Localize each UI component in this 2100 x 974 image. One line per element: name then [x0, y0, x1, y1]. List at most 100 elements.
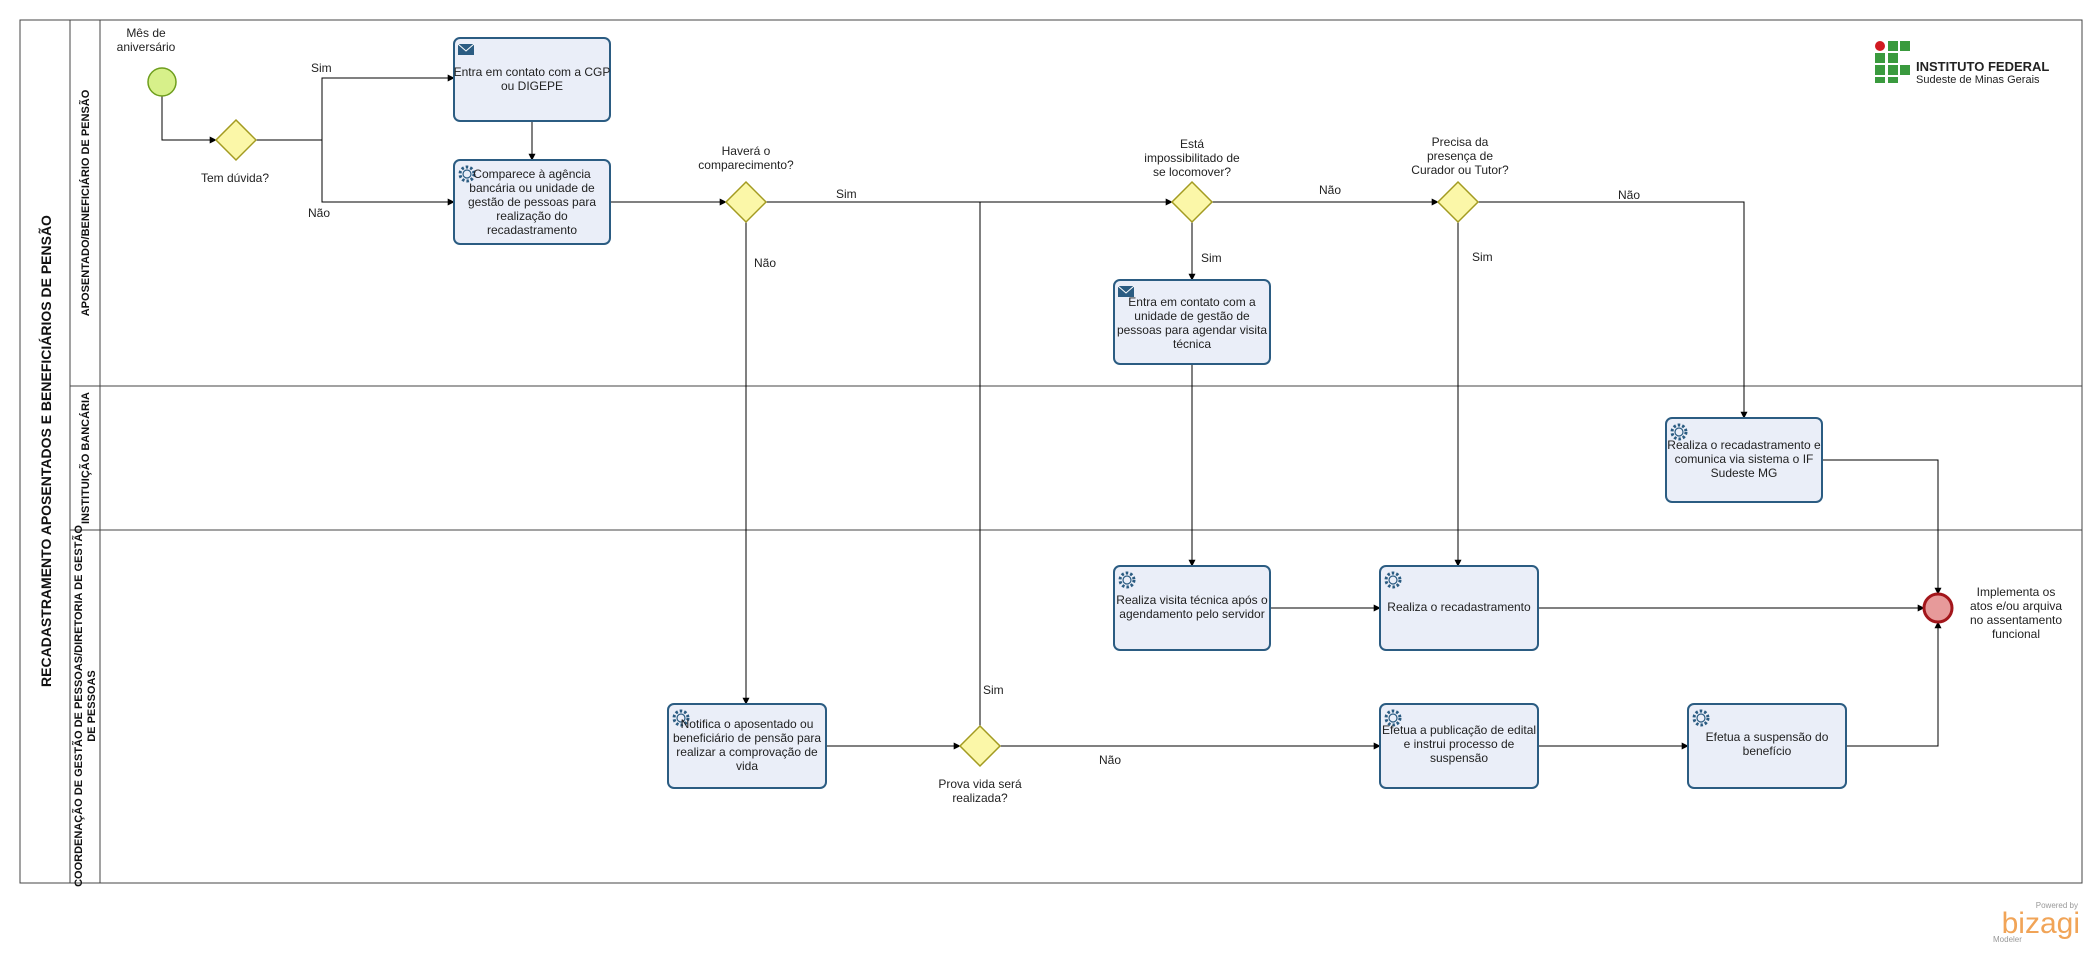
flow-label-g4-nao: Não — [1618, 188, 1640, 202]
flow-label-g3-nao: Não — [1319, 183, 1341, 197]
gateway-curador-label-line2: presença de — [1427, 149, 1493, 163]
end-event-label-line4: funcional — [1992, 627, 2040, 641]
task-efetua-publicacao-line1: Efetua a publicação de edital — [1382, 723, 1536, 737]
gear-icon — [1670, 423, 1688, 441]
flow-label-g4-sim: Sim — [1472, 250, 1493, 264]
gear-icon — [1692, 709, 1710, 727]
task-notifica-aposentado-line2: beneficiário de pensão para — [673, 731, 821, 745]
gateway-curador-label-line3: Curador ou Tutor? — [1411, 163, 1509, 177]
lane-coordenacao: COORDENAÇÃO DE GESTÃO DE PESSOAS/DIRETOR… — [72, 525, 98, 887]
bizagi-logo: bizagi — [2002, 907, 2080, 940]
task-realiza-visita-tecnica-line2: agendamento pelo servidor — [1119, 607, 1264, 621]
gateway-impossibilitado-label-line3: se locomover? — [1153, 165, 1231, 179]
flow-t4-to-end — [1822, 459, 1942, 595]
task-efetua-suspensao[interactable]: Efetua a suspensão do benefício — [1687, 703, 1847, 789]
instituto-federal-logo: INSTITUTO FEDERAL Sudeste de Minas Gerai… — [1875, 41, 2049, 86]
task-realiza-visita-tecnica-line1: Realiza visita técnica após o — [1116, 593, 1268, 607]
end-event-label-line1: Implementa os — [1977, 585, 2056, 599]
end-event-label-line3: no assentamento — [1970, 613, 2062, 627]
flow-g1-sim — [256, 74, 455, 141]
flow-label-g1-nao: Não — [308, 206, 330, 220]
task-entra-contato-cgp-line2: ou DIGEPE — [501, 79, 563, 93]
gateway-curador-label-line1: Precisa da — [1432, 135, 1489, 149]
envelope-icon — [457, 43, 475, 55]
task-notifica-aposentado[interactable]: Notifica o aposentado ou beneficiário de… — [667, 703, 827, 789]
task-notifica-aposentado-line1: Notifica o aposentado ou — [681, 717, 814, 731]
gateway-prova-vida[interactable] — [958, 724, 1002, 768]
task-comparece-agencia-line5: recadastramento — [487, 223, 577, 237]
gateway-impossibilitado-locomover[interactable] — [1170, 180, 1214, 224]
task-efetua-publicacao-line2: e instrui processo de — [1404, 737, 1515, 751]
envelope-icon — [1117, 285, 1135, 297]
lane-aposentado: APOSENTADO/BENEFICIÁRIO DE PENSÃO — [79, 89, 92, 316]
pool-title: RECADASTRAMENTO APOSENTADOS E BENEFICIÁR… — [37, 215, 54, 687]
gateway-curador-tutor[interactable] — [1436, 180, 1480, 224]
gear-icon — [1384, 709, 1402, 727]
gateway-prova-vida-label-line2: realizada? — [952, 791, 1008, 805]
gateway-tem-duvida-label: Tem dúvida? — [201, 171, 269, 185]
task-realiza-recadastramento-comunica-line2: comunica via sistema o IF — [1675, 452, 1814, 466]
gateway-prova-vida-label-line1: Prova vida será — [938, 777, 1022, 791]
end-event-label-line2: atos e/ou arquiva — [1970, 599, 2062, 613]
gateway-havera-comparecimento-label-line1: Haverá o — [722, 144, 771, 158]
task-realiza-recadastramento[interactable]: Realiza o recadastramento — [1379, 565, 1539, 651]
task-notifica-aposentado-line4: vida — [736, 759, 758, 773]
task-comparece-agencia-line3: gestão de pessoas para — [468, 195, 596, 209]
start-event-label-line1: Mês de — [126, 26, 166, 40]
task-realiza-recadastramento-comunica[interactable]: Realiza o recadastramento e comunica via… — [1665, 417, 1823, 503]
gateway-tem-duvida[interactable] — [214, 118, 258, 162]
bizagi-product: Modeler — [1993, 935, 2022, 944]
lane-title-coordenacao-line2: DE PESSOAS — [86, 670, 98, 742]
task-entra-contato-cgp-line1: Entra em contato com a CGP — [454, 65, 611, 79]
start-event-label-line2: aniversário — [117, 40, 176, 54]
task-realiza-recadastramento-comunica-line1: Realiza o recadastramento e — [1667, 438, 1821, 452]
bizagi-powered-by: Powered by — [2036, 901, 2078, 910]
lane-title-instituicao-bancaria: INSTITUIÇÃO BANCÁRIA — [79, 392, 92, 524]
task-realiza-visita-tecnica[interactable]: Realiza visita técnica após o agendament… — [1113, 565, 1271, 651]
logo-line1: INSTITUTO FEDERAL — [1916, 59, 2049, 74]
task-entra-contato-cgp[interactable]: Entra em contato com a CGP ou DIGEPE — [453, 37, 611, 122]
gateway-impossibilitado-label-line2: impossibilitado de — [1144, 151, 1240, 165]
flow-label-g5-sim: Sim — [983, 683, 1004, 697]
task-realiza-recadastramento-line1: Realiza o recadastramento — [1387, 600, 1531, 614]
task-comparece-agencia-line1: Comparece à agência — [473, 167, 591, 181]
flow-label-g2-nao: Não — [754, 256, 776, 270]
start-event[interactable] — [147, 67, 177, 97]
gateway-impossibilitado-label-line1: Está — [1180, 137, 1204, 151]
sequence-flows — [161, 74, 1942, 750]
logo-line2: Sudeste de Minas Gerais — [1916, 74, 2040, 86]
task-realiza-recadastramento-comunica-line3: Sudeste MG — [1711, 466, 1778, 480]
task-efetua-suspensao-line2: benefício — [1743, 744, 1792, 758]
flow-labels: Sim Não Sim Não Não Sim Não Sim Sim Não — [308, 61, 1640, 767]
flow-t9-to-end — [1846, 621, 1942, 747]
task-comparece-agencia-line4: realização do — [496, 209, 568, 223]
task-entra-contato-visita-line4: técnica — [1173, 337, 1211, 351]
flow-start-to-g1 — [161, 82, 217, 144]
task-comparece-agencia-line2: bancária ou unidade de — [469, 181, 595, 195]
gateway-havera-comparecimento[interactable] — [724, 180, 768, 224]
task-efetua-suspensao-line1: Efetua a suspensão do — [1706, 730, 1829, 744]
gear-icon — [1384, 571, 1402, 589]
task-entra-contato-visita-line1: Entra em contato com a — [1128, 295, 1256, 309]
flow-g4-nao — [1478, 201, 1748, 419]
gear-icon — [1118, 571, 1136, 589]
flow-g1-nao — [321, 140, 455, 206]
lane-title-aposentado: APOSENTADO/BENEFICIÁRIO DE PENSÃO — [79, 89, 92, 316]
task-entra-contato-visita-line3: pessoas para agendar visita — [1117, 323, 1267, 337]
flow-label-g5-nao: Não — [1099, 753, 1121, 767]
task-notifica-aposentado-line3: realizar a comprovação de — [676, 745, 818, 759]
task-entra-contato-visita[interactable]: Entra em contato com a unidade de gestão… — [1113, 279, 1271, 365]
logo-mark-icon — [1875, 41, 1910, 83]
lane-title-coordenacao-line1: COORDENAÇÃO DE GESTÃO DE PESSOAS/DIRETOR… — [72, 525, 85, 887]
task-efetua-publicacao-line3: suspensão — [1430, 751, 1488, 765]
gateway-havera-comparecimento-label-line2: comparecimento? — [698, 158, 794, 172]
end-event[interactable] — [1922, 592, 1954, 624]
flow-label-g3-sim: Sim — [1201, 251, 1222, 265]
flow-label-g1-sim: Sim — [311, 61, 332, 75]
task-comparece-agencia[interactable]: Comparece à agência bancária ou unidade … — [453, 159, 611, 245]
flow-label-g2-sim: Sim — [836, 187, 857, 201]
task-entra-contato-visita-line2: unidade de gestão de — [1134, 309, 1250, 323]
task-efetua-publicacao-edital[interactable]: Efetua a publicação de edital e instrui … — [1379, 703, 1539, 789]
bizagi-branding: Powered by bizagi Modeler — [1993, 901, 2080, 944]
